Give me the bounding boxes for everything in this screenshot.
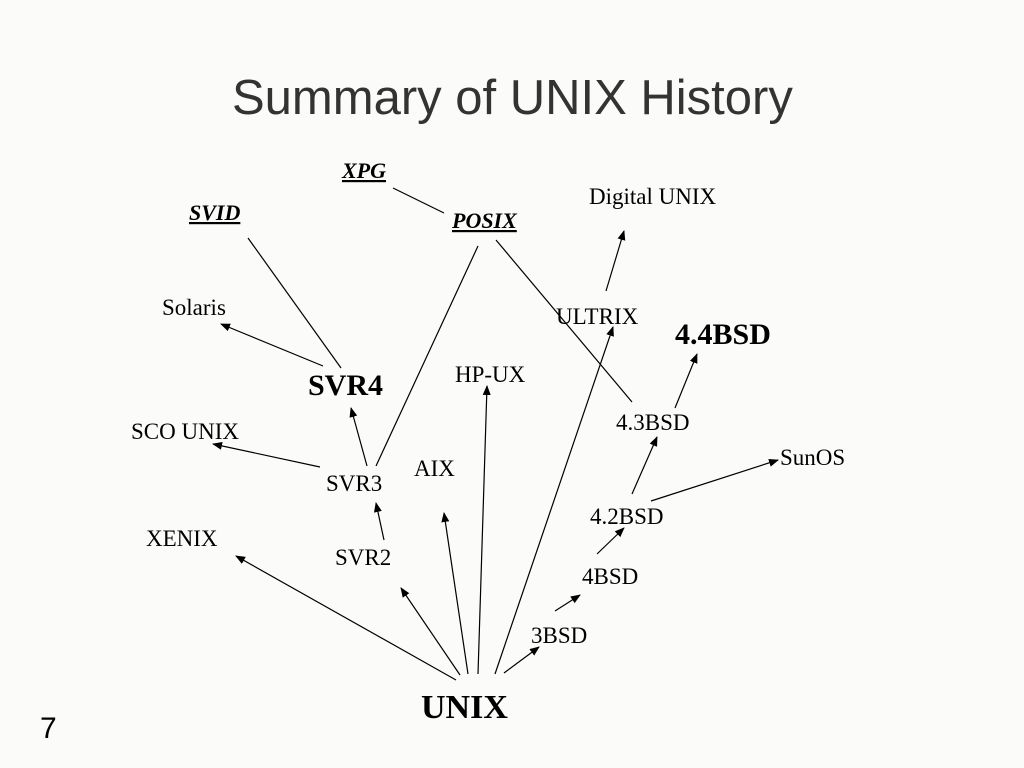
- arrow-svr3-svr4: [349, 407, 368, 467]
- arrow-unix-3bsd: [503, 646, 540, 674]
- arrow-svr3-sco-unix: [212, 441, 321, 468]
- arrow-4-2bsd-4-3bsd: [631, 436, 658, 495]
- edges: [212, 187, 779, 681]
- edge-xpg-posix: [392, 187, 445, 214]
- arrow-unix-aix: [441, 512, 469, 675]
- arrow-4-3bsd-4-4bsd: [674, 353, 698, 409]
- node-xpg: XPG: [341, 158, 386, 183]
- arrow-4-2bsd-sunos: [650, 458, 779, 502]
- arrow-3bsd-4bsd: [554, 594, 581, 612]
- arrow-unix-ultrix: [494, 326, 614, 675]
- node-posix: POSIX: [451, 208, 518, 233]
- arrow-unix-hp-ux: [477, 385, 491, 675]
- arrow-svr4-solaris: [220, 323, 324, 367]
- node-svr3: SVR3: [326, 471, 382, 496]
- edge-posix-svr3: [375, 245, 479, 467]
- page-number: 7: [40, 712, 57, 745]
- node-unix: UNIX: [421, 689, 508, 726]
- arrow-ultrix-digital-unix: [605, 230, 626, 292]
- node-4-2bsd: 4.2BSD: [590, 504, 664, 529]
- node-digital-unix: Digital UNIX: [589, 184, 717, 209]
- node-sco-unix: SCO UNIX: [131, 419, 239, 444]
- node-svr2: SVR2: [335, 545, 391, 570]
- arrow-unix-svr2: [400, 587, 461, 676]
- node-svr4: SVR4: [308, 369, 383, 402]
- node-3bsd: 3BSD: [531, 623, 587, 648]
- nodes: XPG SVID POSIX Digital UNIX Solaris ULTR…: [131, 158, 845, 726]
- node-hp-ux: HP-UX: [455, 362, 526, 387]
- node-sunos: SunOS: [780, 445, 845, 470]
- node-xenix: XENIX: [146, 526, 218, 551]
- node-4-3bsd: 4.3BSD: [616, 410, 690, 435]
- node-4-4bsd: 4.4BSD: [675, 318, 771, 351]
- arrow-4bsd-4-2bsd: [596, 527, 625, 555]
- node-aix: AIX: [414, 456, 455, 481]
- node-ultrix: ULTRIX: [556, 304, 639, 329]
- node-4bsd: 4BSD: [582, 564, 638, 589]
- edge-posix-bsd43: [495, 239, 633, 403]
- arrow-unix-xenix: [235, 555, 457, 681]
- node-svid: SVID: [189, 200, 240, 225]
- node-solaris: Solaris: [162, 295, 226, 320]
- arrow-svr2-svr3: [373, 502, 385, 541]
- edge-svid-svr4: [247, 237, 342, 369]
- slide-title: Summary of UNIX History: [232, 71, 793, 125]
